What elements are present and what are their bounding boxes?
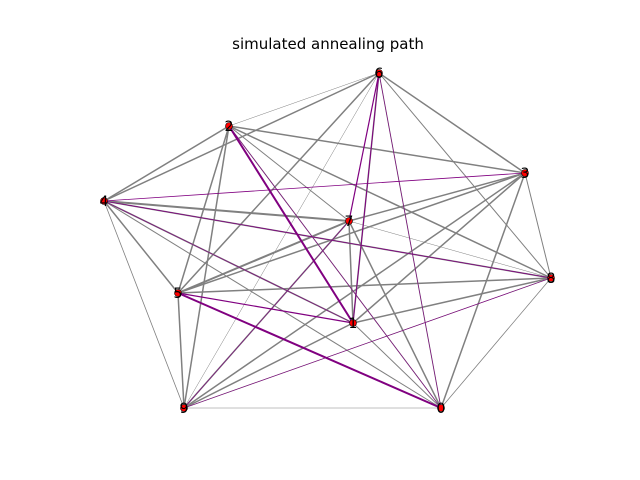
node-label-8: 8 (547, 271, 556, 287)
edge-2-7 (228, 125, 350, 222)
node-marker-2 (225, 122, 233, 130)
edge-0-4 (103, 200, 442, 409)
node-label-1: 1 (349, 316, 358, 332)
edge-2-8 (228, 125, 552, 279)
edge-1-3 (352, 172, 526, 324)
node-label-3: 3 (521, 166, 530, 182)
node-1: 1 (349, 316, 358, 332)
node-7: 7 (345, 214, 354, 230)
edge-3-5 (177, 172, 526, 294)
node-marker-6 (375, 69, 383, 77)
node-label-2: 2 (225, 119, 234, 135)
edge-5-9 (177, 292, 185, 409)
node-marker-7 (345, 217, 353, 225)
node-label-6: 6 (375, 66, 384, 82)
node-marker-3 (521, 169, 529, 177)
edge-2-9 (183, 125, 230, 409)
edge-4-7 (103, 200, 350, 222)
node-label-0: 0 (437, 401, 446, 417)
node-8: 8 (547, 271, 556, 287)
edge-3-7 (348, 172, 526, 222)
edge-4-5 (103, 200, 179, 294)
edge-0-1 (352, 322, 442, 409)
edge-1-9 (183, 322, 354, 409)
node-4: 4 (100, 194, 109, 210)
edge-3-9 (183, 172, 526, 409)
edge-2-4 (103, 125, 230, 202)
path-edge-6-1 (352, 72, 380, 324)
node-marker-1 (349, 319, 357, 327)
path-edge-6-7 (348, 72, 380, 222)
edge-6-8 (378, 72, 552, 279)
node-label-5: 5 (174, 286, 183, 302)
node-marker-4 (100, 197, 108, 205)
node-marker-0 (437, 404, 445, 412)
path-layer (103, 72, 552, 409)
path-edge-2-0 (228, 125, 442, 409)
edge-2-6 (228, 72, 380, 127)
edge-5-6 (177, 72, 380, 294)
edge-0-7 (348, 220, 442, 409)
edge-7-8 (348, 220, 552, 279)
node-marker-5 (174, 289, 182, 297)
edge-5-8 (177, 277, 552, 294)
node-0: 0 (437, 401, 446, 417)
node-9: 9 (180, 401, 189, 417)
path-edge-1-5 (177, 292, 354, 324)
edge-3-6 (378, 72, 526, 174)
edge-4-6 (103, 72, 380, 202)
node-marker-9 (180, 404, 188, 412)
edge-2-3 (228, 125, 526, 174)
path-edge-5-0 (177, 292, 442, 409)
path-edge-4-3 (103, 172, 526, 202)
node-3: 3 (521, 166, 530, 182)
edge-0-3 (440, 172, 526, 409)
edge-5-7 (177, 220, 350, 294)
path-edge-9-8 (183, 277, 552, 409)
edge-3-8 (524, 172, 552, 279)
path-edge-9-7 (183, 220, 350, 409)
nodes-layer: 0 1 2 3 4 5 6 7 8 9 (100, 66, 556, 417)
edge-6-9 (183, 72, 380, 409)
edge-1-8 (352, 277, 552, 324)
path-edge-2-1 (228, 125, 354, 324)
edge-0-8 (440, 277, 552, 409)
node-label-7: 7 (345, 214, 354, 230)
path-edge-4-1 (103, 200, 354, 324)
node-5: 5 (174, 286, 183, 302)
edge-1-7 (348, 220, 354, 324)
node-label-4: 4 (100, 194, 109, 210)
node-marker-8 (547, 274, 555, 282)
path-edge-6-0 (378, 72, 442, 409)
edge-4-9 (103, 200, 185, 409)
node-6: 6 (375, 66, 384, 82)
figure-title: simulated annealing path (232, 35, 424, 53)
node-label-9: 9 (180, 401, 189, 417)
node-2: 2 (225, 119, 234, 135)
path-edge-4-8 (103, 200, 552, 279)
